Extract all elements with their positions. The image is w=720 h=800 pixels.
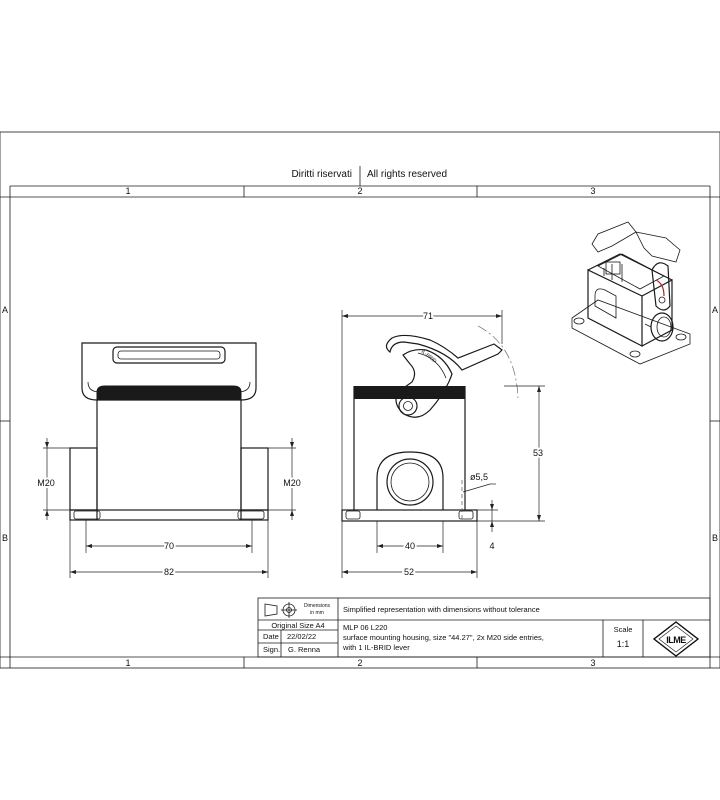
dim-front-70: 70: [164, 541, 174, 551]
dim-side-52: 52: [404, 567, 414, 577]
grid-col-1-bottom: 1: [125, 658, 130, 668]
original-size: Original Size A4: [271, 621, 324, 630]
sign-value: G. Renna: [288, 645, 321, 654]
simplified-note: Simplified representation with dimension…: [343, 605, 540, 614]
dim-side-71: 71: [423, 311, 433, 321]
grid-col-3-bottom: 3: [590, 658, 595, 668]
date-value: 22/02/22: [287, 632, 316, 641]
dim-hole-diameter: ø5,5: [470, 472, 488, 482]
rights-reserved-en: All rights reserved: [367, 169, 447, 180]
units-line-2: in mm: [310, 610, 324, 616]
projection-symbol-icon: [264, 602, 297, 618]
side-dimensions: [341, 310, 545, 578]
grid-col-3-top: 3: [590, 186, 595, 196]
grid-row-b-left: B: [2, 533, 8, 543]
side-view: [341, 325, 519, 522]
part-number: MLP 06 L220: [343, 623, 387, 632]
scale-label: Scale: [614, 625, 633, 634]
date-label: Date: [263, 632, 279, 641]
dim-side-40: 40: [405, 541, 415, 551]
ilme-logo: ILME: [652, 621, 700, 657]
dim-side-53: 53: [533, 448, 543, 458]
sign-label: Sign.: [263, 645, 280, 654]
units-line-1: Dimensions: [304, 603, 331, 609]
grid-col-1-top: 1: [125, 186, 130, 196]
description-line-2: with 1 IL-BRID lever: [342, 643, 410, 652]
dim-front-82: 82: [164, 567, 174, 577]
dim-m20-right: M20: [283, 478, 301, 488]
isometric-view: [571, 221, 691, 365]
front-view: [69, 342, 269, 521]
grid-row-b-right: B: [712, 533, 718, 543]
title-block: [257, 597, 711, 658]
dim-side-4: 4: [489, 541, 494, 551]
grid-col-2-bottom: 2: [357, 658, 362, 668]
svg-text:ILME: ILME: [666, 635, 686, 645]
description-line-1: surface mounting housing, size "44.27", …: [343, 633, 544, 642]
grid-col-2-top: 2: [357, 186, 362, 196]
grid-row-a-left: A: [2, 305, 8, 315]
grid-row-a-right: A: [712, 305, 718, 315]
scale-value: 1:1: [617, 639, 630, 649]
dim-m20-left: M20: [37, 478, 55, 488]
rights-reserved-it: Diritti riservati: [291, 169, 352, 180]
front-dimensions: [43, 438, 296, 578]
